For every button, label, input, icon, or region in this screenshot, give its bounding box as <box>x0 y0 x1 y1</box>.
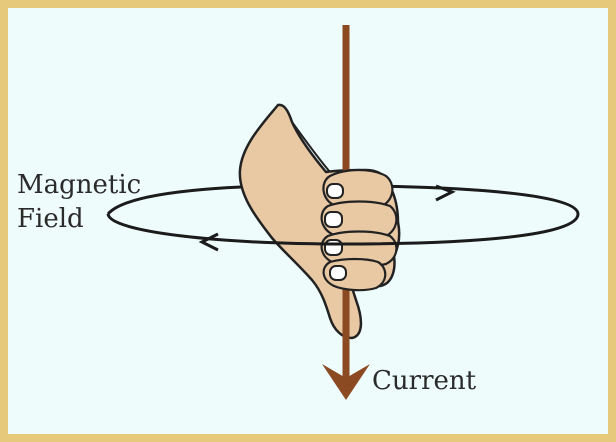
current-label: Current <box>372 366 476 396</box>
curled-fingers <box>322 170 397 290</box>
fingernail-2 <box>325 212 342 227</box>
magnetic-label: Magnetic <box>17 170 141 200</box>
fingernail-1 <box>327 184 343 198</box>
field-arrow-left-icon <box>202 234 218 250</box>
field-label: Field <box>17 204 84 234</box>
fingernail-3 <box>325 240 342 255</box>
fingernail-4 <box>330 266 346 280</box>
